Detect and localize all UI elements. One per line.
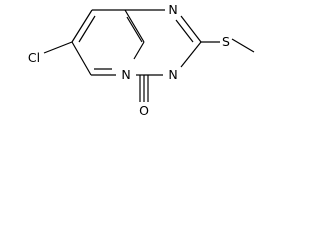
bond [43,41,73,54]
bond [175,19,194,43]
atom-s: S [222,34,230,49]
bond [78,15,96,43]
bond [71,41,92,76]
chloro-substituent [43,41,73,54]
bond [133,41,145,60]
bond [124,9,145,43]
bond [126,16,143,43]
bond [231,38,255,53]
chemical-structure-diagram: N N N S O Cl [28,2,255,118]
bond [180,41,202,68]
bond [71,9,93,43]
pyridine-ring [71,9,145,76]
triazinone-ring [125,9,202,102]
atom-o: O [139,103,149,118]
bond [180,15,202,43]
atom-n-mid: N [168,67,177,82]
atom-cl: Cl [28,50,40,65]
atom-n-bridge: N [121,67,130,82]
methylthio-group [201,38,255,53]
atom-n-top: N [168,2,177,17]
